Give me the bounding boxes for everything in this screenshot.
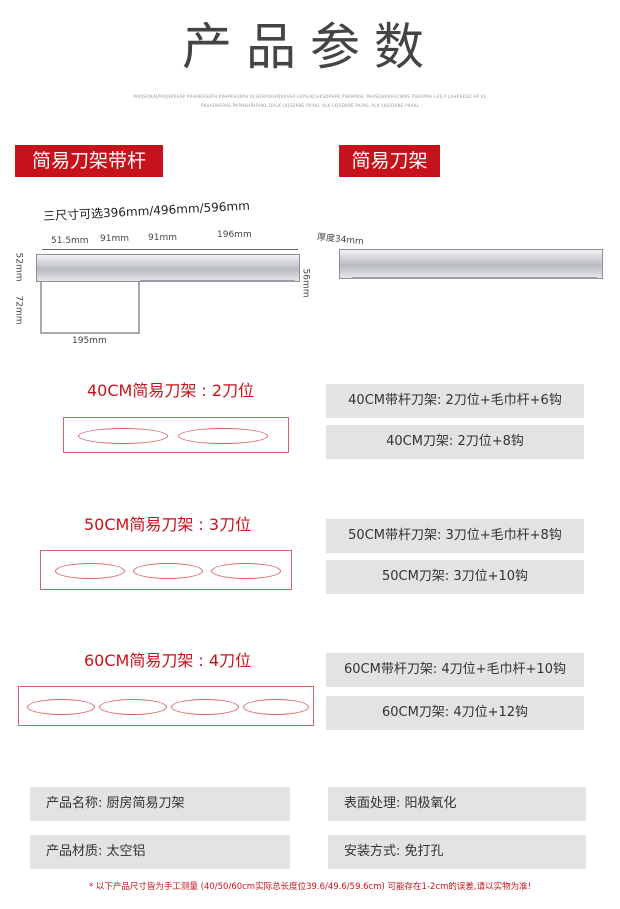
option-60-with-bar: 60CM带杆刀架: 4刀位+毛巾杆+10钩 xyxy=(326,653,584,687)
knife-slot-oval xyxy=(243,699,309,715)
slot-diagram-40 xyxy=(63,417,289,453)
option-40-plain: 40CM刀架: 2刀位+8钩 xyxy=(326,425,584,459)
dim-label-3: 91mm xyxy=(148,233,177,243)
slot-diagram-50 xyxy=(40,550,292,590)
option-50-with-bar: 50CM带杆刀架: 3刀位+毛巾杆+8钩 xyxy=(326,519,584,553)
knife-slot-oval xyxy=(78,428,168,444)
dim-label-1: 51.5mm xyxy=(51,236,89,246)
spec-installation: 安装方式: 免打孔 xyxy=(328,835,586,869)
hooks-right xyxy=(352,277,597,305)
right-height-label: 56mm xyxy=(300,268,311,298)
footer-note: * 以下产品尺寸皆为手工测量 (40/50/60cm实际总长度位39.6/49.… xyxy=(88,882,532,892)
option-60-plain: 60CM刀架: 4刀位+12钩 xyxy=(326,696,584,730)
dim-line xyxy=(42,249,298,250)
dim-label-4: 196mm xyxy=(217,230,252,240)
knife-slot-oval xyxy=(55,563,125,579)
subtitle-line-2: PKHADHSPHS PKPHKHPAPHKL DALK LKJSDKNE PK… xyxy=(200,103,420,108)
dim-label-2: 91mm xyxy=(100,234,129,244)
option-40-with-bar: 40CM带杆刀架: 2刀位+毛巾杆+6钩 xyxy=(326,384,584,418)
subtitle-line-1: PAPJSPJKAJPKHJSPKHSP PKHHKHSEPH PKHPKHSK… xyxy=(133,94,487,99)
knife-slot-oval xyxy=(27,699,95,715)
height-top-label: 52mm xyxy=(13,252,24,282)
thickness-label: 厚度34mm xyxy=(316,232,365,248)
slot-diagram-60 xyxy=(18,686,314,726)
slot-title-50: 50CM简易刀架 : 3刀位 xyxy=(84,515,252,534)
height-bottom-label: 72mm xyxy=(13,295,24,325)
knife-slot-oval xyxy=(171,699,239,715)
towel-bar xyxy=(40,282,140,334)
slot-title-60: 60CM简易刀架 : 4刀位 xyxy=(84,651,252,670)
knife-slot-oval xyxy=(211,563,281,579)
spec-material: 产品材质: 太空铝 xyxy=(30,835,290,869)
spec-surface-treatment: 表面处理: 阳极氧化 xyxy=(328,787,586,821)
knife-slot-oval xyxy=(133,563,203,579)
badge-simple-rack: 简易刀架 xyxy=(339,145,440,177)
size-options-label: 三尺寸可选396mm/496mm/596mm xyxy=(42,198,251,224)
spec-product-name: 产品名称: 厨房简易刀架 xyxy=(30,787,290,821)
bar-width-label: 195mm xyxy=(72,336,107,346)
rack-body-left xyxy=(36,254,300,282)
knife-slot-oval xyxy=(178,428,268,444)
rack-body-right xyxy=(339,249,603,279)
hooks-left xyxy=(140,280,295,306)
option-50-plain: 50CM刀架: 3刀位+10钩 xyxy=(326,560,584,594)
knife-slot-oval xyxy=(99,699,167,715)
page-title: 产品参数 xyxy=(182,18,438,76)
slot-title-40: 40CM简易刀架 : 2刀位 xyxy=(87,381,255,400)
badge-rack-with-bar: 简易刀架带杆 xyxy=(15,145,163,177)
